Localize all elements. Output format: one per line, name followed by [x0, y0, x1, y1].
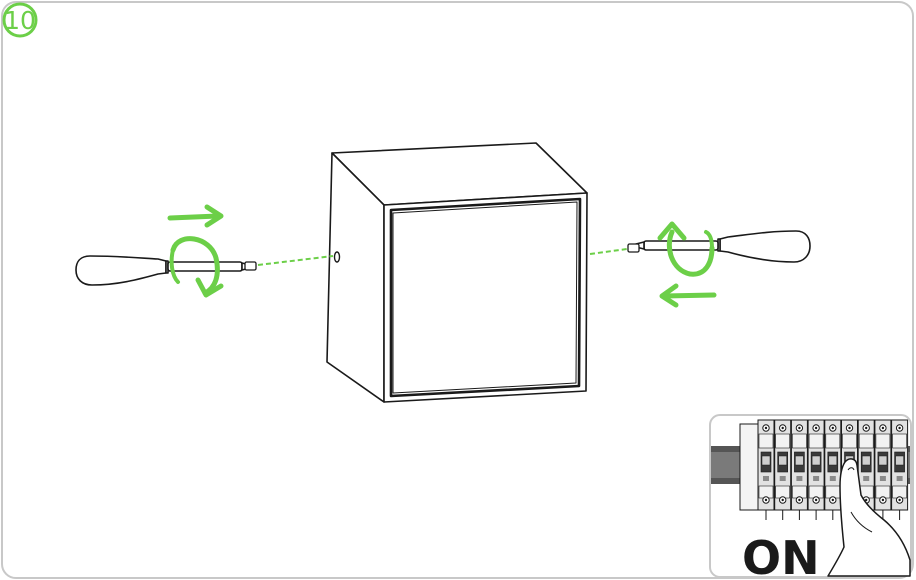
terminal-screw-top-slot — [814, 426, 818, 430]
circuit-breaker-4 — [807, 419, 825, 520]
cabinet — [326, 142, 588, 403]
rotation-arrow-icon-left — [167, 204, 224, 298]
on-label: ON — [742, 531, 820, 580]
hand-icon — [827, 458, 911, 577]
screwdriver-right-shaft — [643, 240, 719, 251]
direction-arrow-right-head — [659, 283, 679, 308]
breaker-top-cover — [808, 433, 824, 449]
alignment-line-right — [589, 248, 628, 255]
circuit-breaker-2 — [774, 419, 792, 520]
step-number: 10 — [4, 6, 36, 35]
step-badge: 10 — [2, 2, 38, 38]
hand-finger — [827, 458, 911, 577]
breaker-inset: ON — [709, 414, 912, 580]
terminal-screw-bottom-slot — [881, 498, 885, 502]
terminal-screw-bottom-slot — [865, 498, 868, 502]
terminal-screw-top-slot — [848, 426, 851, 430]
terminal-screw-bottom-slot — [781, 498, 784, 502]
terminal-screw-bottom-slot — [831, 498, 834, 502]
hand-fingernail — [847, 467, 855, 471]
terminal-screw-bottom-slot — [798, 498, 801, 502]
screwdriver-right — [627, 230, 811, 263]
screwdriver-left-shaft — [167, 261, 243, 272]
breaker-indicator — [813, 476, 820, 481]
breaker-indicator — [829, 476, 836, 481]
screw-hole-left — [333, 251, 341, 263]
breaker-toggle — [861, 455, 871, 466]
breaker-indicator — [763, 476, 769, 481]
rotation-arc-right-head — [657, 221, 687, 241]
circuit-breaker-5 — [824, 419, 842, 520]
breaker-top-cover — [825, 433, 841, 449]
screwdriver-right-handle — [719, 230, 811, 263]
cabinet-front-panel — [389, 197, 582, 398]
breaker-top-cover — [892, 433, 907, 449]
terminal-screw-top-slot — [798, 426, 801, 430]
step-badge-circle — [2, 2, 38, 38]
breaker-bottom-cover — [758, 485, 774, 499]
rotation-arc-left-back — [169, 248, 180, 284]
terminal-screw-bottom-slot — [764, 498, 768, 502]
breaker-bottom-cover — [808, 485, 824, 499]
terminal-screw-top-slot — [831, 426, 834, 430]
terminal-screw-top-slot — [764, 426, 768, 430]
terminal-screw-top-slot — [865, 426, 868, 430]
circuit-breaker-icon — [739, 419, 909, 520]
terminal-screw-top-slot — [898, 426, 901, 430]
direction-arrow-left-shaft — [167, 213, 221, 221]
circuit-breaker-3 — [790, 419, 808, 520]
breaker-bottom-cover — [892, 485, 907, 499]
breaker-toggle — [761, 455, 771, 466]
terminal-screw-top-slot — [881, 426, 885, 430]
circuit-breaker-1 — [757, 419, 775, 520]
breaker-bottom-cover — [825, 485, 841, 499]
breaker-top-cover — [775, 433, 791, 449]
breaker-bottom-cover — [775, 485, 791, 499]
breaker-bottom-cover — [792, 485, 807, 499]
cabinet-front — [383, 192, 588, 403]
hand-crease — [850, 511, 873, 533]
breaker-top-cover — [792, 433, 807, 449]
direction-arrow-left-head — [204, 204, 224, 228]
cabinet-front-panel-inner — [392, 201, 578, 394]
rotation-arc-right-front — [666, 229, 715, 277]
breaker-toggle — [795, 455, 804, 466]
breaker-toggle — [811, 455, 821, 466]
breaker-toggle — [895, 455, 904, 466]
screw-right — [627, 243, 640, 253]
circuit-breaker-8 — [874, 419, 892, 520]
rotation-arc-left-front — [170, 236, 220, 296]
rotation-arrow-icon-right — [657, 221, 717, 308]
breaker-indicator — [796, 476, 803, 481]
breaker-toggle — [778, 455, 787, 466]
breaker-top-cover — [875, 433, 891, 449]
breaker-toggle — [828, 455, 838, 466]
breaker-indicator — [879, 476, 886, 481]
breaker-indicator — [896, 476, 903, 481]
rotation-arc-right-back — [704, 230, 714, 250]
breaker-end-cap — [739, 423, 759, 511]
screw-left — [244, 261, 257, 271]
screwdriver-left-handle — [75, 255, 167, 286]
breaker-bottom-cover — [875, 485, 891, 499]
breaker-indicator — [863, 476, 870, 481]
terminal-screw-top-slot — [781, 426, 784, 430]
breaker-top-cover — [858, 433, 874, 449]
direction-arrow-right-shaft — [661, 292, 717, 299]
alignment-line-left — [257, 255, 334, 266]
breaker-toggle — [878, 455, 888, 466]
breaker-top-cover — [842, 433, 857, 449]
terminal-screw-bottom-slot — [814, 498, 818, 502]
terminal-screw-bottom-slot — [898, 498, 901, 502]
breaker-indicator — [779, 476, 786, 481]
circuit-breaker-9 — [891, 419, 909, 520]
screwdriver-left — [75, 255, 257, 286]
rotation-arc-left-head — [195, 277, 224, 298]
breaker-top-cover — [758, 433, 774, 449]
